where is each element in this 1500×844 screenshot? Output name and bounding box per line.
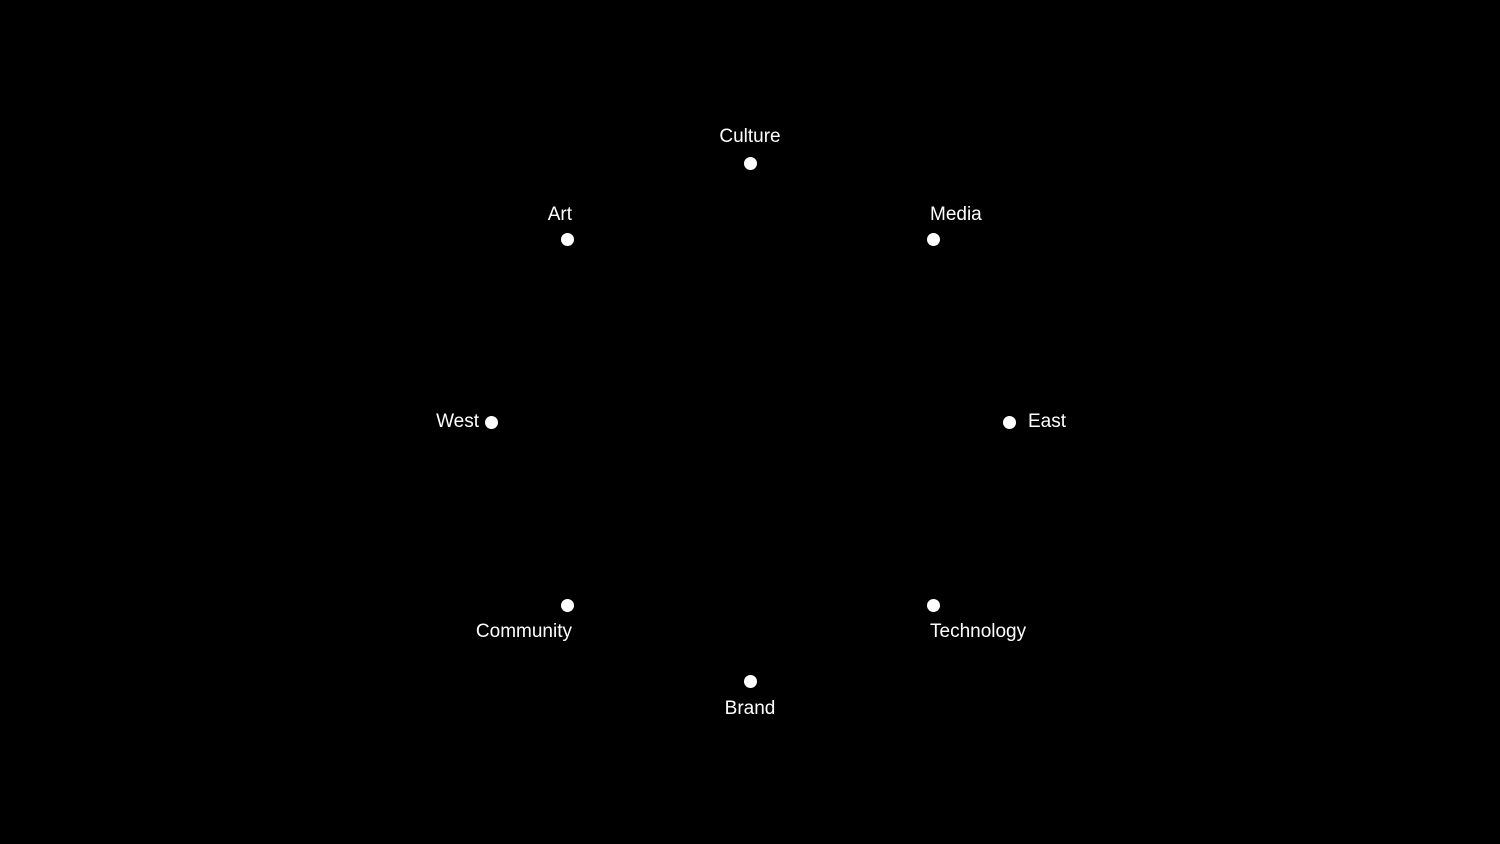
node-dot bbox=[926, 232, 940, 246]
node-dot bbox=[484, 415, 498, 429]
node-label-community: Community bbox=[475, 621, 572, 642]
node-dot bbox=[743, 674, 757, 688]
node-label-brand: Brand bbox=[724, 698, 776, 719]
node-dot bbox=[560, 232, 574, 246]
node-dot bbox=[743, 156, 757, 170]
node-label-culture: Culture bbox=[719, 126, 781, 147]
node-label-east: East bbox=[1028, 411, 1067, 432]
node-dot bbox=[1002, 415, 1016, 429]
node-label-media: Media bbox=[930, 204, 982, 225]
node-dot bbox=[926, 598, 940, 612]
node-label-west: West bbox=[436, 411, 479, 432]
node-label-technology: Technology bbox=[930, 621, 1027, 642]
node-label-art: Art bbox=[547, 204, 572, 225]
node-dot bbox=[560, 598, 574, 612]
